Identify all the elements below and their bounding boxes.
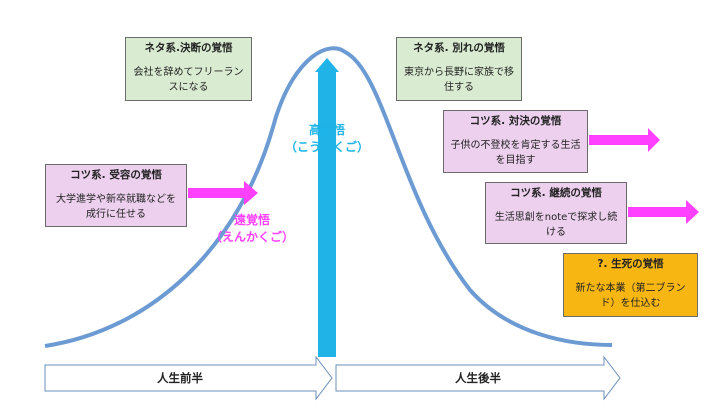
bell-curve [44,46,613,348]
card-life-death: ?. 生死の覚悟 新たな本業（第二ブランド）を仕込む [563,253,698,317]
keizoku-arrow [628,200,699,224]
high-resolve-arrow-head [315,58,339,72]
card-title: ネタ系. 別れの覚悟 [413,42,505,54]
card-body: 子供の不登校を肯定する生活を目指す [450,140,581,166]
card-body: 大学進学や新卒就職などを成行に任せる [56,194,176,220]
first-half-arrow [44,355,333,401]
card-title: コツ系. 受容の覚悟 [70,169,162,181]
card-title: コツ系. 継続の覚悟 [510,187,602,199]
card-kotsu-acceptance: コツ系. 受容の覚悟 大学進学や新卒就職などを成行に任せる [45,164,187,227]
card-neta-decision: ネタ系.決断の覚悟 会社を辞めてフリーランスになる [125,37,252,101]
far-resolve-title: 遠覚悟 [233,213,270,227]
card-body: 東京から長野に家族で移住する [404,67,514,93]
card-body: 会社を辞めてフリーランスになる [133,67,244,93]
far-resolve-label: 遠覚悟 （えんかくご） [195,212,309,246]
high-resolve-label: 高覚悟 （こうかくご） [270,122,384,156]
card-kotsu-continuation: コツ系. 継続の覚悟 生活思創をnoteで探求し続ける [485,182,627,244]
high-resolve-arrow-shaft [318,71,336,357]
far-resolve-arrow [188,181,258,205]
card-title: コツ系. 対決の覚悟 [469,115,562,127]
first-half-label: 人生前半 [157,371,203,385]
pink-arrows [188,128,699,224]
far-resolve-reading: （えんかくご） [209,230,294,244]
second-half-arrow [335,355,621,401]
card-body: 新たな本業（第二ブランド）を仕込む [575,283,686,309]
card-neta-separation: ネタ系. 別れの覚悟 東京から長野に家族で移住する [396,37,522,101]
card-kotsu-confrontation: コツ系. 対決の覚悟 子供の不登校を肯定する生活を目指す [443,110,588,173]
second-half-label: 人生後半 [455,371,501,385]
card-title: ネタ系.決断の覚悟 [144,42,233,54]
high-resolve-title: 高覚悟 [308,123,345,137]
card-title: ?. 生死の覚悟 [597,258,664,270]
card-body: 生活思創をnoteで探求し続ける [494,212,618,238]
high-resolve-reading: （こうかくご） [284,140,369,154]
taiketsu-arrow [589,128,660,152]
